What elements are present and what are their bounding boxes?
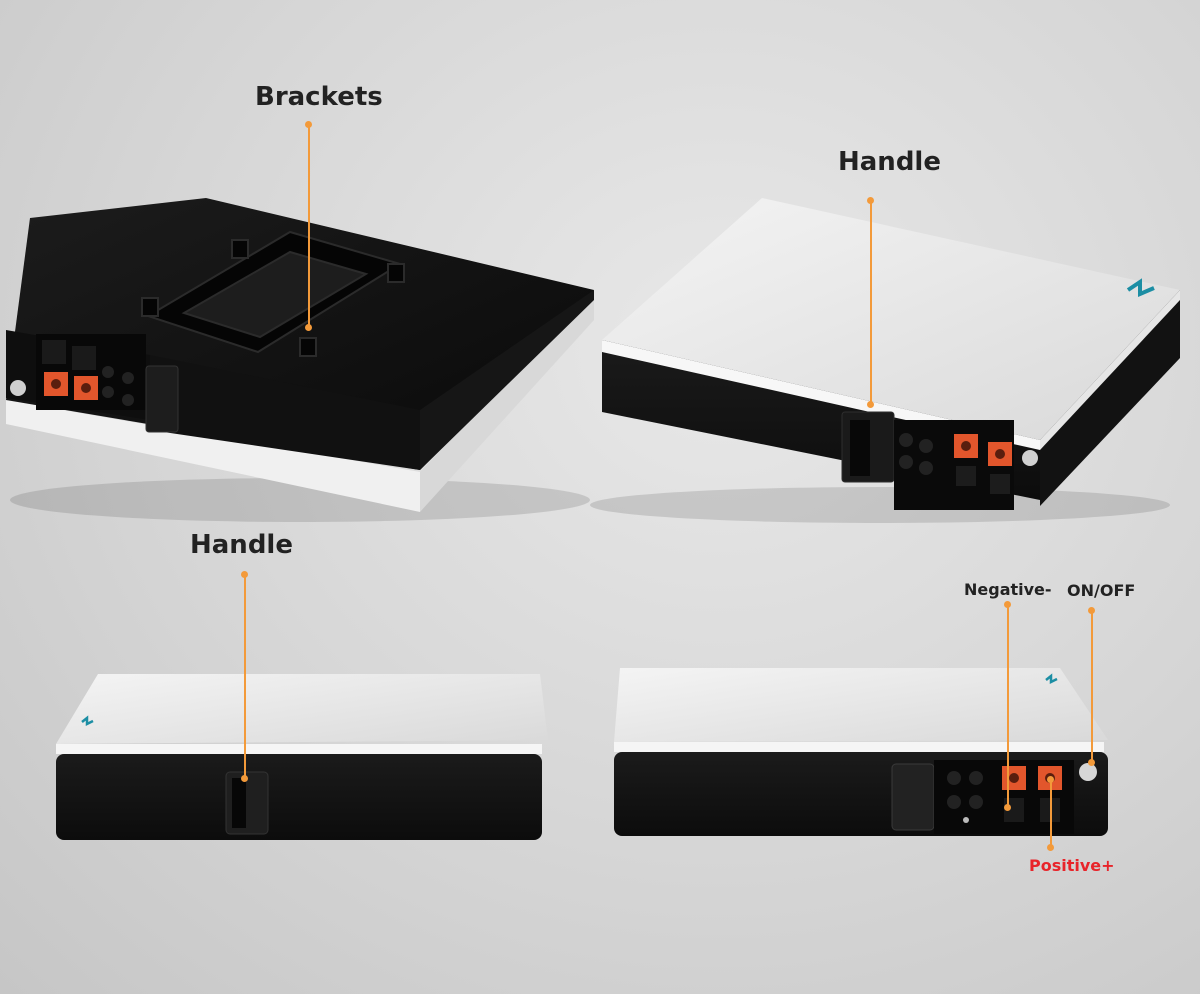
terminal-panel-bottom-right: [934, 760, 1074, 834]
callout-positive: Positive+: [1029, 856, 1115, 875]
brand-logo-icon: [1126, 278, 1155, 298]
handle-bottom-right: [891, 763, 935, 831]
leader-dot: [305, 324, 312, 331]
leader-dot: [867, 197, 874, 204]
callout-negative: Negative-: [964, 580, 1052, 599]
leader-dot: [867, 401, 874, 408]
brand-logo-small-icon: [81, 715, 94, 727]
leader-brackets: [308, 124, 310, 328]
leader-dot: [1047, 844, 1054, 851]
leader-dot: [1047, 776, 1054, 783]
terminal-panel-top-right: [894, 420, 1038, 510]
callout-handle-bottom: Handle: [190, 530, 293, 560]
battery-unit-top-right: [590, 198, 1180, 523]
power-button-icon: [1079, 763, 1097, 781]
leader-dot: [241, 775, 248, 782]
leader-handle-bottom: [244, 574, 246, 780]
terminal-panel-top-left: [10, 334, 179, 433]
leader-onoff: [1091, 610, 1093, 764]
bracket-frame: [141, 230, 405, 357]
callout-onoff: ON/OFF: [1067, 581, 1136, 600]
callout-brackets: Brackets: [255, 82, 383, 112]
battery-unit-bottom-right: [614, 668, 1108, 836]
leader-handle-top: [870, 200, 872, 406]
leader-dot: [1088, 607, 1095, 614]
leader-dot: [241, 571, 248, 578]
brand-logo-small-icon: [1045, 673, 1058, 685]
leader-dot: [1004, 601, 1011, 608]
leader-dot: [1088, 759, 1095, 766]
leader-dot: [305, 121, 312, 128]
callout-handle-top: Handle: [838, 147, 941, 177]
leader-positive: [1050, 780, 1052, 848]
leader-negative: [1007, 604, 1009, 808]
battery-unit-bottom-left: [56, 674, 548, 840]
leader-dot: [1004, 804, 1011, 811]
battery-unit-top-left: [6, 198, 594, 522]
